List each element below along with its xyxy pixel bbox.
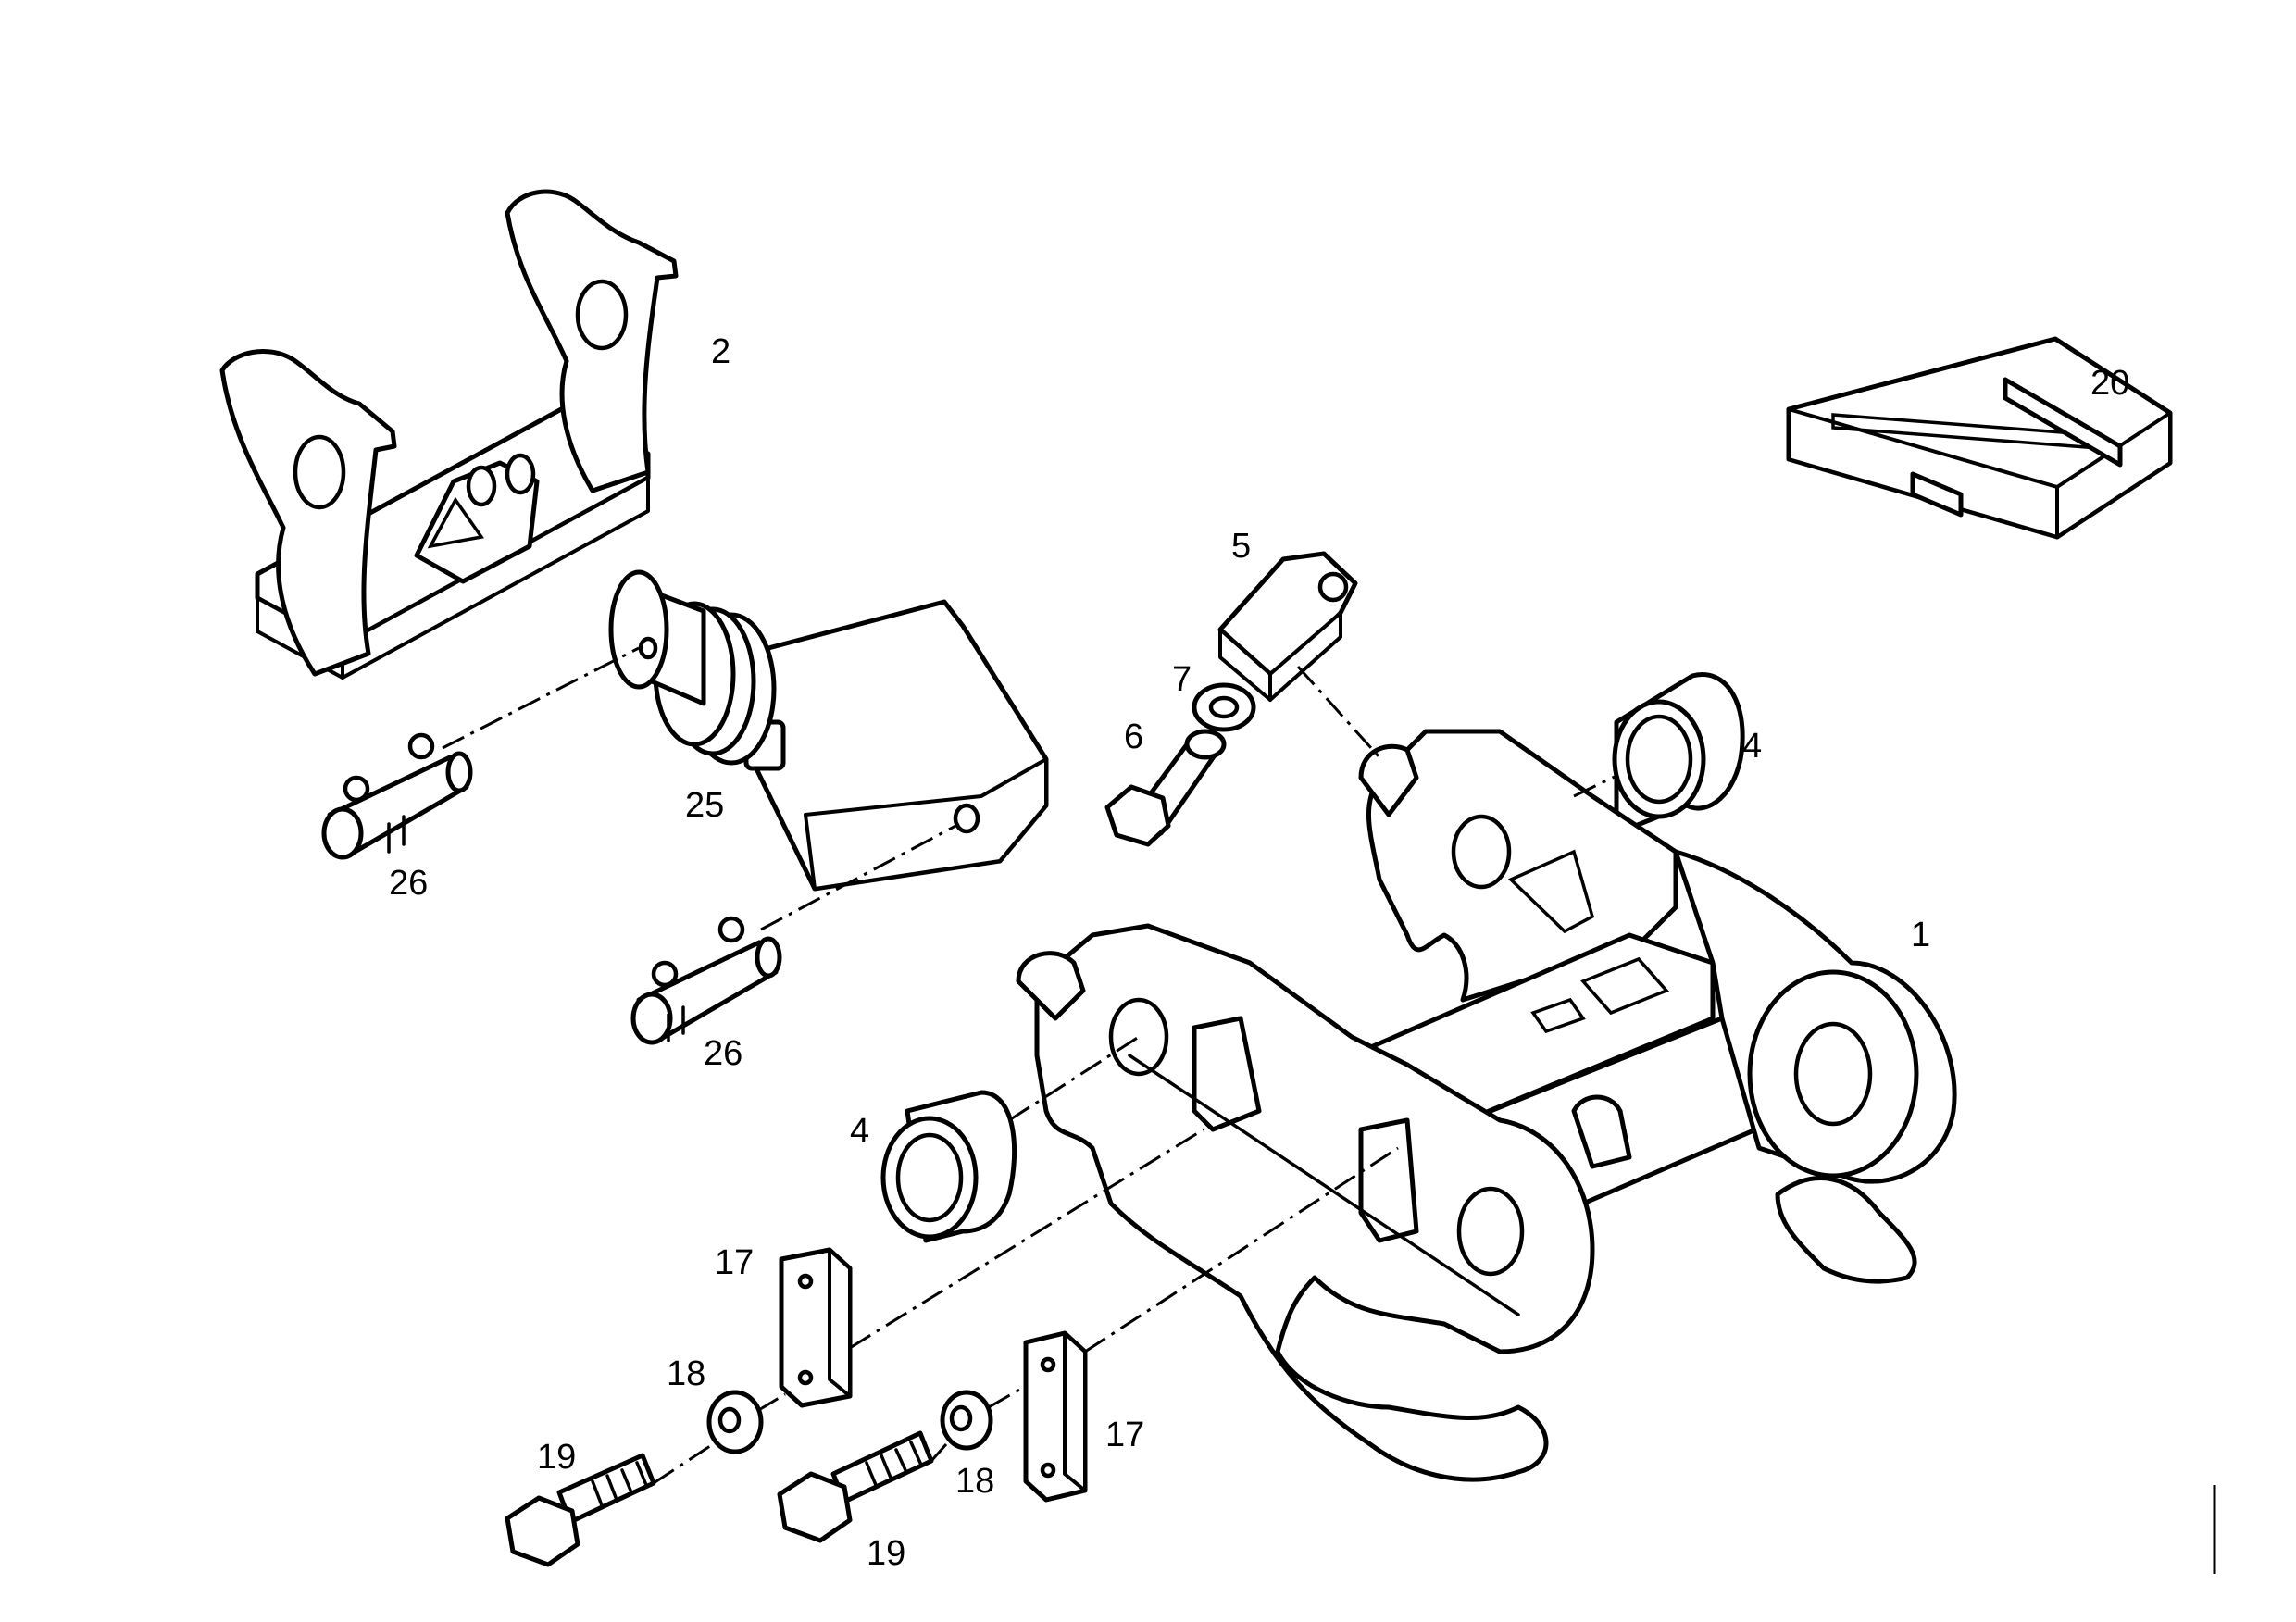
callout-labels: 1 2 4 4 5 6 7 17 17 18 18 19 19 20 25 26… (389, 332, 2129, 1573)
callout-25: 25 (685, 786, 724, 825)
assembly-leader-lines (442, 646, 1617, 1485)
part-4-bushing-upper (1612, 672, 1745, 836)
callout-5: 5 (1231, 527, 1251, 566)
callout-17-upper: 17 (715, 1243, 754, 1282)
part-2-bracket (219, 189, 679, 680)
part-26-pin-upper (321, 732, 473, 860)
callout-19-lower: 19 (867, 1534, 905, 1573)
part-18-washer-upper (706, 1390, 764, 1454)
callout-6: 6 (1124, 717, 1143, 756)
part-7-washer (1192, 682, 1256, 732)
part-17-plate-upper (779, 1247, 853, 1408)
part-17-plate-lower (1023, 1330, 1088, 1503)
part-19-bolt-upper (505, 1453, 656, 1567)
callout-1: 1 (1911, 916, 1930, 954)
callout-4-upper: 4 (1742, 727, 1762, 766)
part-25-cylinder (608, 569, 1049, 892)
callout-20: 20 (2090, 364, 2129, 403)
callout-17-lower: 17 (1105, 1416, 1144, 1454)
part-19-bolt-lower (777, 1430, 934, 1543)
callout-19-upper: 19 (537, 1438, 576, 1477)
callout-2: 2 (711, 332, 730, 371)
part-18-washer-lower (940, 1390, 993, 1451)
callout-18-lower: 18 (955, 1462, 994, 1501)
callout-26-lower: 26 (704, 1034, 742, 1073)
callout-4-lower: 4 (850, 1112, 869, 1151)
callout-7: 7 (1172, 660, 1192, 699)
part-20-plate (1786, 336, 2173, 540)
part-6-bolt (1104, 729, 1227, 847)
callout-18-upper: 18 (667, 1354, 705, 1393)
part-26-pin-lower (630, 916, 782, 1045)
part-4-bushing-lower (880, 1090, 1017, 1243)
part-1-frame (1016, 729, 1957, 1482)
callout-26-upper: 26 (389, 864, 428, 903)
part-5-latch (1217, 551, 1358, 702)
